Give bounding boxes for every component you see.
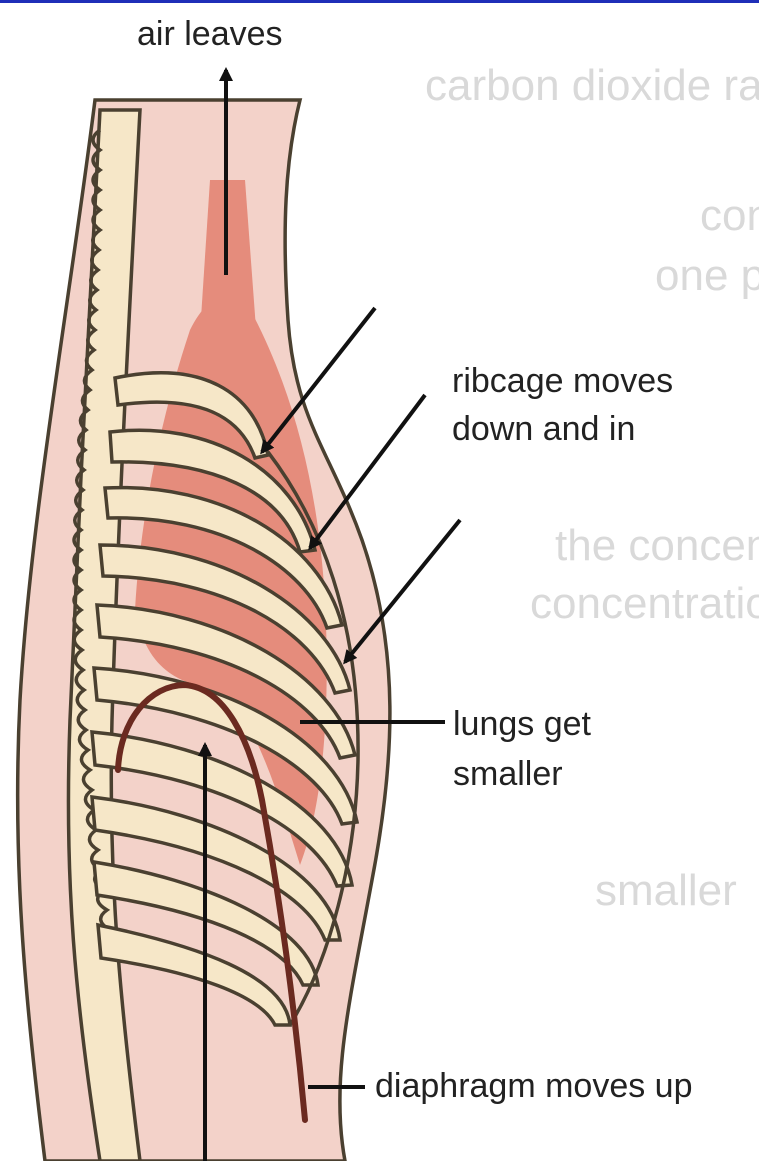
ribcage-label-line2: down and in <box>452 410 635 448</box>
bleed-text-1: carbon dioxide rapidly <box>425 61 759 110</box>
bleed-text-2: concentration <box>700 191 759 240</box>
bleed-text-4: the concentration <box>555 521 759 570</box>
air-leaves-label: air leaves <box>137 15 283 53</box>
lungs-label-line2: smaller <box>453 755 563 793</box>
bleed-text-3: one place to another <box>655 251 759 300</box>
ribcage-label-line1: ribcage moves <box>452 362 673 400</box>
bleed-text-5: concentration <box>530 579 759 628</box>
diaphragm-label: diaphragm moves up <box>375 1067 693 1105</box>
bleed-text-6: smaller <box>595 866 737 915</box>
lungs-label-line1: lungs get <box>453 705 592 743</box>
